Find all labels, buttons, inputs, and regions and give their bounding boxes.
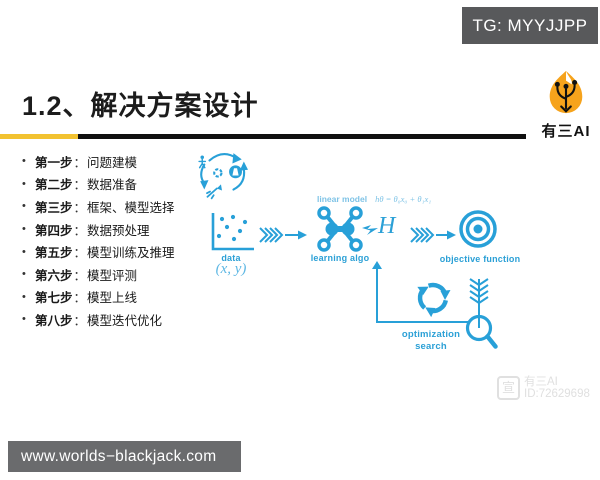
linear-model-label: linear model [317,194,368,204]
optimization-label-line1: optimization [401,329,461,340]
steps-list: •第一步：问题建模 •第二步：数据准备 •第三步：框架、模型选择 •第四步：数据… [22,150,175,331]
step-separator: ： [73,200,87,215]
list-item: • 第一步：问题建模 [22,150,175,173]
step-desc: 问题建模 [87,155,138,170]
list-item: • 第八步：模型迭代优化 [22,308,175,331]
watermark-brand: 有三AI [524,376,558,388]
chevron-arrow-icon [259,227,307,243]
watermark-id: ID:72629698 [524,388,590,400]
linear-model-formula: linear model hθ = θ₀x₀ + θ₁x₁ [317,194,431,204]
bullet-icon: • [22,268,26,281]
objective-function-label: objective function [439,254,521,264]
step-separator: ： [73,178,87,193]
tg-badge-label: TG: MYYJJPP [472,15,588,35]
learning-algo-icon [317,206,363,252]
data-xy-label: (x, y) [215,261,247,277]
lightning-icon [362,225,378,235]
connector-horizontal-line [376,321,468,323]
step-desc: 模型评测 [87,268,138,283]
bullet-icon: • [22,223,26,236]
watermark: 宣 有三AI ID:72629698 [497,376,590,400]
step-desc: 模型迭代优化 [87,313,163,328]
step-desc: 模型训练及推理 [87,246,175,261]
formula-text: hθ = θ₀x₀ + θ₁x₁ [375,194,432,204]
footer-url: www.worlds−blackjack.com [21,448,217,465]
flame-circuit-icon [549,71,583,114]
step-separator: ： [73,155,87,170]
divider-accent [0,134,78,139]
bullet-icon: • [22,155,26,168]
step-separator: ： [73,223,87,238]
list-item: • 第七步：模型上线 [22,286,175,309]
hypothesis-symbol: H [378,213,396,239]
step-label: 第一步 [35,155,73,170]
step-label: 第五步 [35,246,73,261]
step-label: 第四步 [35,223,73,238]
step-label: 第七步 [35,291,73,306]
tg-badge: TG: MYYJJPP [462,7,598,44]
step-desc: 数据准备 [87,178,138,193]
recycle-icon [411,277,451,319]
learning-algo-label: learning algo [310,253,370,263]
list-item: • 第二步：数据准备 [22,173,175,196]
list-item: • 第四步：数据预处理 [22,218,175,241]
bullet-icon: • [22,245,26,258]
watermark-logo-icon: 宣 [497,376,520,400]
page-title: 1.2、解决方案设计 [22,91,259,121]
step-desc: 数据预处理 [87,223,150,238]
optimization-label-line2: search [415,341,447,352]
step-label: 第六步 [35,268,73,283]
brand-logo-text: 有三AI [541,123,591,140]
step-label: 第八步 [35,313,73,328]
bullseye-icon [459,210,497,248]
bullet-icon: • [22,200,26,213]
step-label: 第三步 [35,200,73,215]
step-desc: 模型上线 [87,291,138,306]
step-separator: ： [73,313,87,328]
step-desc: 框架、模型选择 [87,200,175,215]
data-scatter-icon [211,213,254,251]
step-separator: ： [73,291,87,306]
chevron-arrow-icon [410,227,456,243]
ml-cycle-icon [198,153,248,200]
step-label: 第二步 [35,178,73,193]
up-arrowhead [372,261,382,269]
bullet-icon: • [22,177,26,190]
list-item: • 第六步：模型评测 [22,263,175,286]
bullet-icon: • [22,313,26,326]
connector-vertical-line [376,269,378,322]
list-item: • 第五步：模型训练及推理 [22,240,175,263]
optimization-search-label: optimization search [381,329,481,353]
data-label: data [221,253,241,263]
wheat-magnifier-icon [465,278,498,349]
bullet-icon: • [22,290,26,303]
footer-url-bar: www.worlds−blackjack.com [8,441,241,472]
list-item: • 第三步：框架、模型选择 [22,195,175,218]
brand-logo: 有三AI [538,70,594,141]
divider-line [78,134,526,139]
step-separator: ： [73,246,87,261]
step-separator: ： [73,268,87,283]
